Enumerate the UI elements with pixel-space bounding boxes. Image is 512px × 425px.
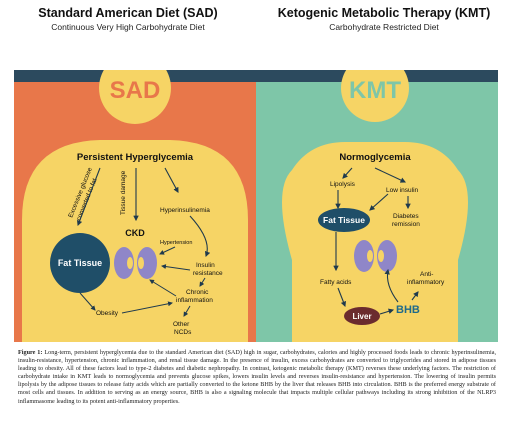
- sad-heading: Persistent Hyperglycemia: [77, 152, 194, 163]
- ckd-label: CKD: [125, 228, 145, 238]
- tissue-damage-label: Tissue damage: [120, 170, 127, 215]
- arrow-inflammation-to-ckd: [149, 279, 177, 297]
- kmt-fat-tissue: [318, 208, 370, 232]
- kmt-subtitle: Carbohydrate Restricted Diet: [329, 22, 439, 32]
- insulin-resistance-label-2: resistance: [193, 270, 223, 277]
- diabetes-remission-label-2: remission: [392, 221, 420, 228]
- arrow-bhb-to-anti-inflammatory: [411, 291, 419, 301]
- liver-label: Liver: [352, 312, 371, 321]
- arrow-to-insulin-resistance: [189, 215, 211, 258]
- kmt-liver: [344, 307, 380, 325]
- diabetes-remission-label-1: Diabetes: [393, 213, 419, 220]
- arrow-insulin-resistance-to-ckd: [161, 264, 191, 271]
- anti-inflammatory-label-1: Anti-: [420, 271, 433, 278]
- top-banner: [14, 70, 498, 82]
- insulin-resistance-label-1: Insulin: [196, 262, 215, 269]
- fatty-acids-label: Fatty acids: [320, 279, 352, 286]
- arrow-insulin-resistance-to-inflammation: [199, 277, 206, 287]
- caption-label: Figure 1:: [18, 349, 43, 356]
- sad-fat-tissue: [50, 233, 110, 293]
- obesity-label: Obesity: [96, 310, 119, 317]
- hypertension-label: Hypertension: [160, 240, 192, 246]
- kmt-body-silhouette: [282, 70, 468, 342]
- kmt-fat-tissue-label: Fat Tissue: [323, 215, 365, 225]
- arrow-inflammation-to-ncds: [183, 305, 191, 317]
- diet-comparison-diagram: SAD KMT Persistent Hyperglycemia Normogl…: [14, 70, 498, 342]
- kmt-title: Ketogenic Metabolic Therapy (KMT): [277, 6, 491, 20]
- chronic-inflammation-label-2: inflammation: [176, 297, 213, 304]
- kmt-kidneys-icon: [354, 240, 397, 272]
- caption-text: Long-term, persistent hyperglycemia due …: [18, 349, 496, 405]
- arrow-low-insulin-to-fat: [369, 193, 389, 211]
- kmt-heading: Normoglycemia: [339, 152, 411, 163]
- arrow-to-low-insulin: [374, 167, 406, 183]
- arrow-fatty-acids-to-liver: [337, 287, 346, 308]
- kmt-abbr: KMT: [349, 77, 401, 104]
- lipolysis-label: Lipolysis: [330, 181, 356, 188]
- sad-fat-tissue-label: Fat Tissue: [58, 258, 102, 268]
- sad-abbr: SAD: [110, 77, 161, 104]
- arrow-liver-to-bhb: [379, 308, 395, 315]
- figure-caption: Figure 1: Long-term, persistent hypergly…: [18, 349, 496, 406]
- hyperinsulinemia-label: Hyperinsulinemia: [160, 207, 210, 214]
- anti-inflammatory-label-2: inflammatory: [407, 279, 445, 286]
- sad-title: Standard American Diet (SAD): [38, 6, 218, 20]
- sad-kidneys-icon: [114, 247, 157, 279]
- arrow-obesity-to-inflammation: [121, 301, 173, 314]
- bhb-label: BHB: [396, 304, 420, 316]
- arrow-fat-to-obesity: [79, 292, 96, 311]
- other-ncds-label-1: Other: [173, 321, 190, 328]
- arrow-excess-to-fat: [77, 167, 101, 227]
- arrow-bhb-to-kidneys: [384, 268, 399, 303]
- low-insulin-label: Low insulin: [386, 187, 419, 194]
- arrow-to-lipolysis: [342, 167, 353, 179]
- arrow-hyperinsulinemia: [164, 167, 179, 193]
- arrow-hypertension: [159, 246, 176, 255]
- sad-subtitle: Continuous Very High Carbohydrate Diet: [51, 22, 205, 32]
- other-ncds-label-2: NCDs: [174, 329, 192, 336]
- chronic-inflammation-label-1: Chronic: [186, 289, 209, 296]
